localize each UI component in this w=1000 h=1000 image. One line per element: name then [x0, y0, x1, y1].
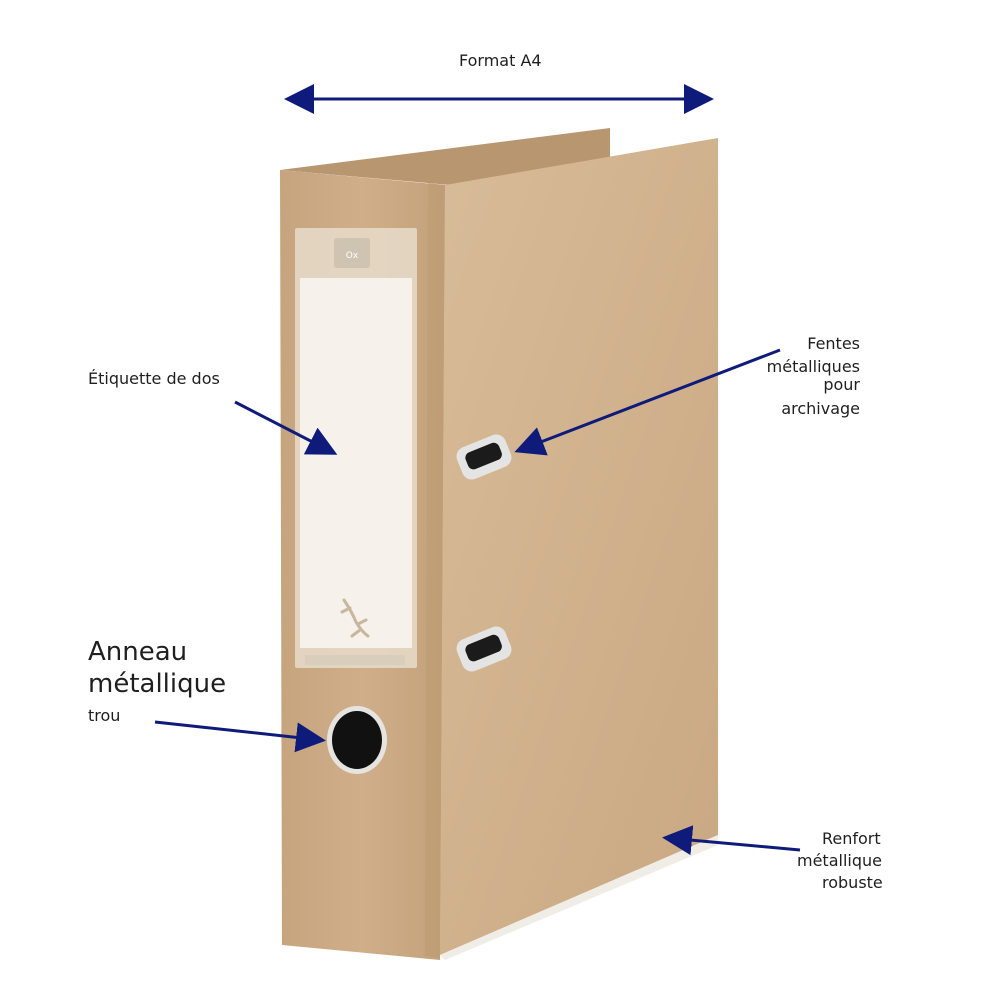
format-label: Format A4	[459, 51, 542, 70]
slots-caption-3: pour	[823, 375, 860, 394]
ring-caption-1: Anneau	[88, 637, 188, 667]
reinforce-caption-1: Renfort	[822, 829, 881, 848]
binder-crease	[425, 183, 445, 958]
spine-label-arrow	[234, 400, 338, 455]
slots-caption-2: métalliques	[766, 357, 860, 376]
barcode	[305, 655, 405, 665]
binder-page-edge	[440, 835, 718, 960]
spine-label-caption: Étiquette de dos	[88, 369, 220, 388]
metal-slot-bottom	[456, 626, 512, 672]
ring-caption-3: trou	[88, 706, 121, 725]
reinforce-caption-2: métallique	[797, 851, 882, 870]
spine-label-paper	[300, 278, 412, 648]
gecko-icon	[340, 598, 370, 638]
slots-arrow	[514, 348, 781, 456]
reinforce-caption-3: robuste	[822, 873, 883, 892]
svg-text:Ox: Ox	[346, 251, 359, 261]
oxford-logo: Ox	[334, 238, 370, 268]
ring-caption-2: métallique	[88, 669, 227, 699]
binder-front-cover	[440, 138, 718, 955]
metal-slot-top	[456, 434, 512, 480]
slots-caption-4: archivage	[781, 399, 860, 418]
finger-ring-hole	[327, 706, 387, 774]
slots-caption-1: Fentes	[807, 334, 860, 353]
ring-arrow	[154, 720, 326, 753]
binder-top-board	[280, 128, 610, 185]
reinforce-arrow	[662, 825, 801, 856]
